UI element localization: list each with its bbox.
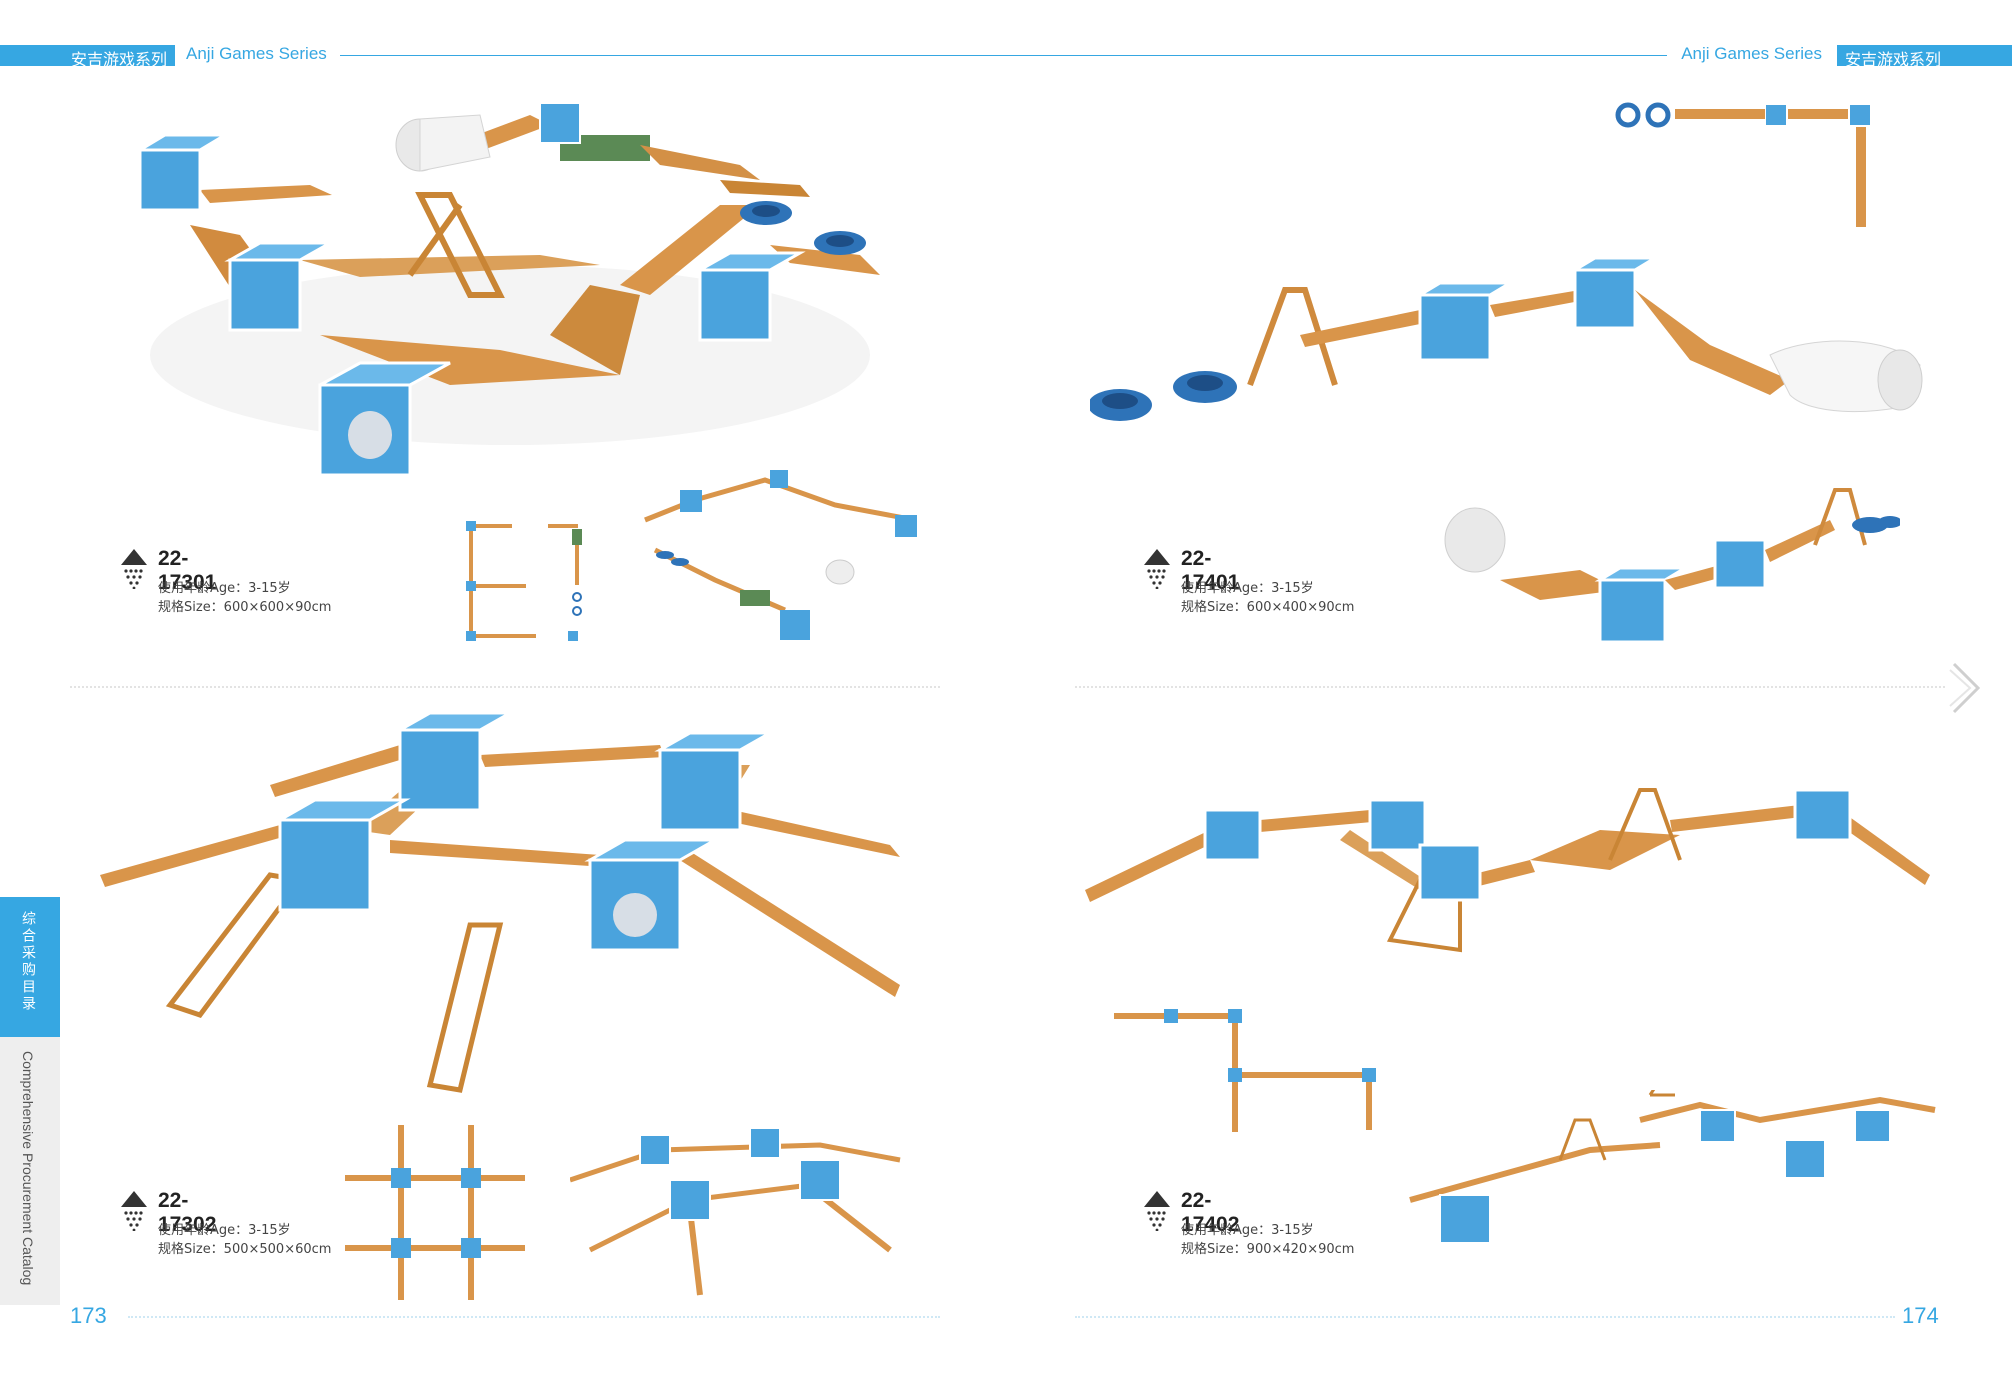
footer-dots-left — [128, 1316, 940, 1318]
product-3-perspective-thumb — [570, 1127, 901, 1296]
product-2-perspective-thumb — [1444, 488, 1900, 644]
header-left-en: Anji Games Series — [186, 44, 327, 63]
header-left-cn: 安吉游戏系列 — [70, 50, 167, 69]
side-tab-en-label: Comprehensive Procurement Catalog — [20, 1051, 36, 1286]
product-4-plan-view — [1114, 1009, 1376, 1132]
product-tri-icon — [1144, 549, 1170, 589]
product-size: 规格Size：500×500×60cm — [158, 1242, 332, 1257]
product-1-render — [134, 102, 880, 477]
right-row-divider — [1075, 686, 1945, 688]
product-1-perspective-thumb — [644, 470, 917, 640]
header-divider — [340, 55, 1667, 56]
product-3-plan-view — [345, 1125, 525, 1300]
product-tri-icon — [121, 549, 147, 589]
product-tri-icon — [1144, 1191, 1170, 1231]
footer-dots-right — [1075, 1316, 1895, 1318]
product-1-plan-view — [466, 521, 582, 641]
product-age: 使用年龄Age：3-15岁 — [158, 581, 291, 596]
product-code: 22-17301 — [158, 547, 217, 594]
product-4-render — [1085, 788, 1930, 953]
product-size: 规格Size：900×420×90cm — [1181, 1242, 1355, 1257]
side-tab-cn-label: 综合采购目录 — [20, 911, 36, 1013]
product-age: 使用年龄Age：3-15岁 — [1181, 1223, 1314, 1238]
chevron-right-icon[interactable] — [1948, 660, 1984, 716]
product-tri-icon — [121, 1191, 147, 1231]
product-age: 使用年龄Age：3-15岁 — [158, 1223, 291, 1238]
left-row-divider — [70, 686, 940, 688]
header-right-cn: 安吉游戏系列 — [1845, 50, 1942, 69]
side-tab-en[interactable]: Comprehensive Procurement Catalog — [0, 1037, 60, 1305]
product-code: 22-17302 — [158, 1189, 217, 1236]
product-size: 规格Size：600×400×90cm — [1181, 600, 1355, 615]
header-left-label-block: 安吉游戏系列 — [0, 45, 175, 69]
page-number-left: 173 — [70, 1303, 107, 1328]
product-4-perspective-thumb — [1409, 1090, 1936, 1244]
product-size: 规格Size：600×600×90cm — [158, 600, 332, 615]
product-code: 22-17402 — [1181, 1189, 1240, 1236]
header-right-label-block: 安吉游戏系列 — [1837, 45, 2012, 69]
product-3-render — [100, 711, 900, 1093]
side-tab-cn[interactable]: 综合采购目录 — [0, 897, 60, 1037]
page-number-right: 174 — [1902, 1303, 1939, 1328]
product-2-render — [1090, 102, 1923, 421]
header-right-en: Anji Games Series — [1681, 44, 1822, 63]
product-age: 使用年龄Age：3-15岁 — [1181, 581, 1314, 596]
product-code: 22-17401 — [1181, 547, 1240, 594]
